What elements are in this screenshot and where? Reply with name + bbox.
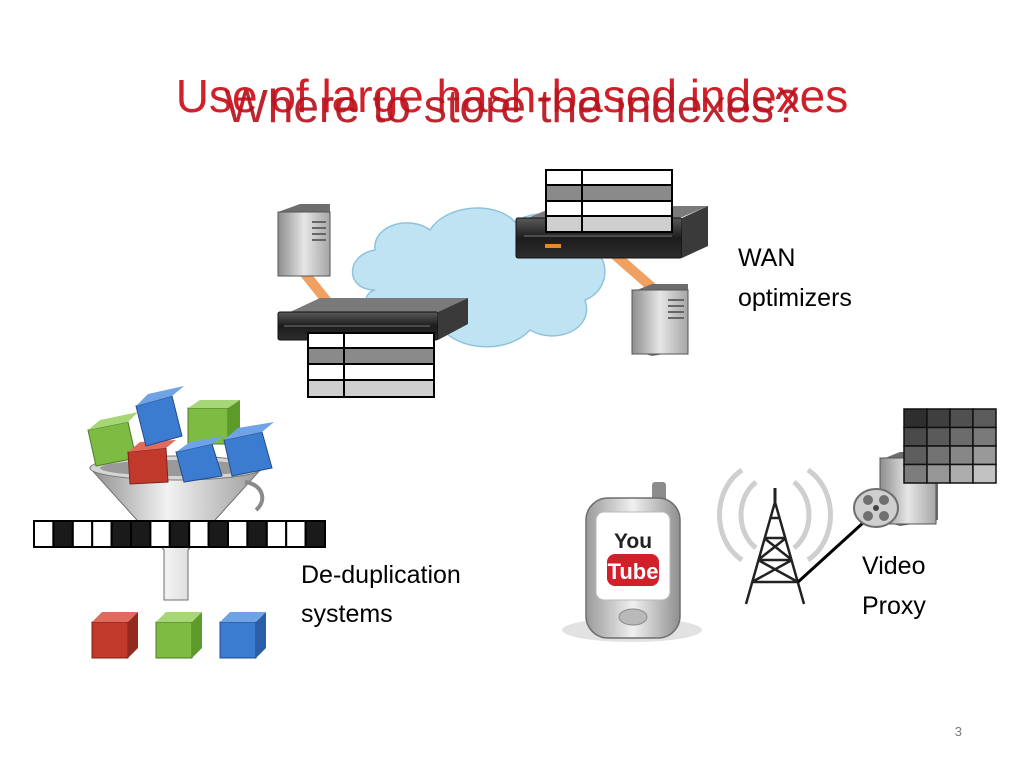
hash-table-icon	[545, 169, 673, 233]
grid-table-cell	[926, 463, 951, 484]
cube-icon	[155, 612, 202, 659]
grid-table-cell	[949, 445, 974, 466]
cube-icon	[219, 612, 266, 659]
cube-icon	[127, 440, 176, 485]
cube-group-output	[91, 612, 266, 659]
grid-table-cell	[926, 426, 951, 447]
cube-icon	[91, 612, 138, 659]
grid-table-cell	[972, 445, 997, 466]
stream-cell	[227, 520, 249, 548]
server-tower-icon	[631, 284, 689, 356]
grid-table-cell	[903, 426, 928, 447]
cube-icon	[135, 386, 184, 447]
stream-cell	[265, 520, 288, 548]
stream-cell	[168, 520, 191, 548]
grid-table-cell	[949, 426, 974, 447]
grid-table-cell	[903, 463, 928, 484]
video-label-line2: Proxy	[862, 592, 926, 620]
wan-label-line2: optimizers	[738, 284, 852, 312]
video-label-line1: Video	[862, 552, 926, 580]
wireless-link	[796, 520, 866, 584]
grid-table-cell	[949, 463, 974, 484]
stream-cell	[246, 520, 268, 548]
stream-cell	[304, 520, 327, 548]
film-reel-icon	[853, 488, 899, 528]
stream-cell	[71, 520, 94, 548]
stream-cell	[130, 520, 152, 548]
smartphone-icon: You Tube	[562, 482, 702, 642]
grid-table-cell	[903, 408, 928, 429]
youtube-logo-top: You	[614, 530, 652, 553]
stream-cell	[149, 520, 171, 548]
cube-icon	[175, 436, 224, 483]
grid-table-cell	[972, 408, 997, 429]
grid-table-cell	[926, 408, 951, 429]
cube-icon	[223, 422, 274, 477]
wan-label-line1: WAN	[738, 244, 796, 272]
page-number: 3	[954, 724, 962, 739]
stream-cell	[188, 520, 210, 548]
stream-cell	[33, 520, 55, 548]
dedup-label-line1: De-duplication	[301, 561, 461, 589]
grid-table-cell	[949, 408, 974, 429]
server-tower-icon	[277, 204, 331, 277]
cube-icon	[87, 412, 138, 467]
slide-title: Use of large hash-based indexes	[175, 70, 849, 122]
youtube-logo-bottom: Tube	[608, 559, 659, 584]
stream-cell	[91, 520, 113, 548]
grid-table-cell	[972, 463, 997, 484]
hash-table-icon	[307, 332, 435, 398]
stream-cell	[110, 520, 132, 548]
grid-table-cell	[926, 445, 951, 466]
data-stream-bar	[33, 520, 327, 548]
stream-cell	[52, 520, 74, 548]
stream-cell	[285, 520, 307, 548]
grid-table-cell	[903, 445, 928, 466]
slide-title-overlay: Where to store the indexes?	[224, 80, 800, 132]
grid-table-cell	[972, 426, 997, 447]
hash-table-icon	[903, 408, 997, 484]
cube-group-input	[87, 386, 274, 485]
radio-tower-icon	[717, 467, 833, 605]
dedup-label-line2: systems	[301, 600, 393, 628]
stream-cell	[207, 520, 230, 548]
